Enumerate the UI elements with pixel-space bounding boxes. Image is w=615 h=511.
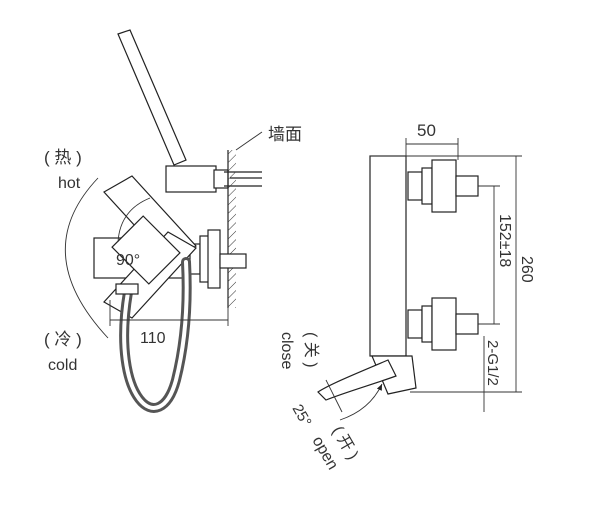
dim-50-label: 50: [417, 121, 436, 140]
lower-valve: [407, 297, 479, 351]
close-label-cn: ( 关 ): [302, 332, 320, 368]
side-view: 墙面 ( 热 ) hot 90° 110 ( 冷 ) cold: [44, 29, 302, 413]
dimension-152: [478, 185, 500, 325]
valve-body-front: [369, 155, 407, 357]
dimension-260: [370, 155, 522, 393]
dim-110-label: 110: [140, 330, 166, 347]
hot-label-cn: ( 热 ): [44, 148, 82, 167]
angle-25-label: 25°: [289, 402, 315, 430]
cold-label-cn: ( 冷 ): [44, 330, 82, 349]
angle-90-label: 90°: [116, 252, 140, 269]
angle-90-arc: [117, 197, 151, 243]
wall-left: [227, 131, 263, 308]
dimension-50: [405, 138, 459, 160]
close-label-en: close: [278, 332, 295, 369]
dim-152-label: 152±18: [496, 214, 513, 267]
wall-label: 墙面: [268, 125, 302, 144]
hot-label-en: hot: [58, 175, 81, 192]
front-view: 50 152±18 260 2-G1/2 ( 关 ) close 25° ( 开…: [278, 121, 535, 473]
dim-260-label: 260: [518, 256, 535, 283]
upper-valve: [407, 159, 479, 213]
dimension-110: [109, 300, 229, 326]
hand-shower: [117, 29, 262, 193]
lever-handle: [317, 355, 417, 421]
thread-label: 2-G1/2: [484, 340, 501, 386]
rotation-arc: [64, 177, 109, 339]
cold-label-en: cold: [48, 357, 77, 374]
